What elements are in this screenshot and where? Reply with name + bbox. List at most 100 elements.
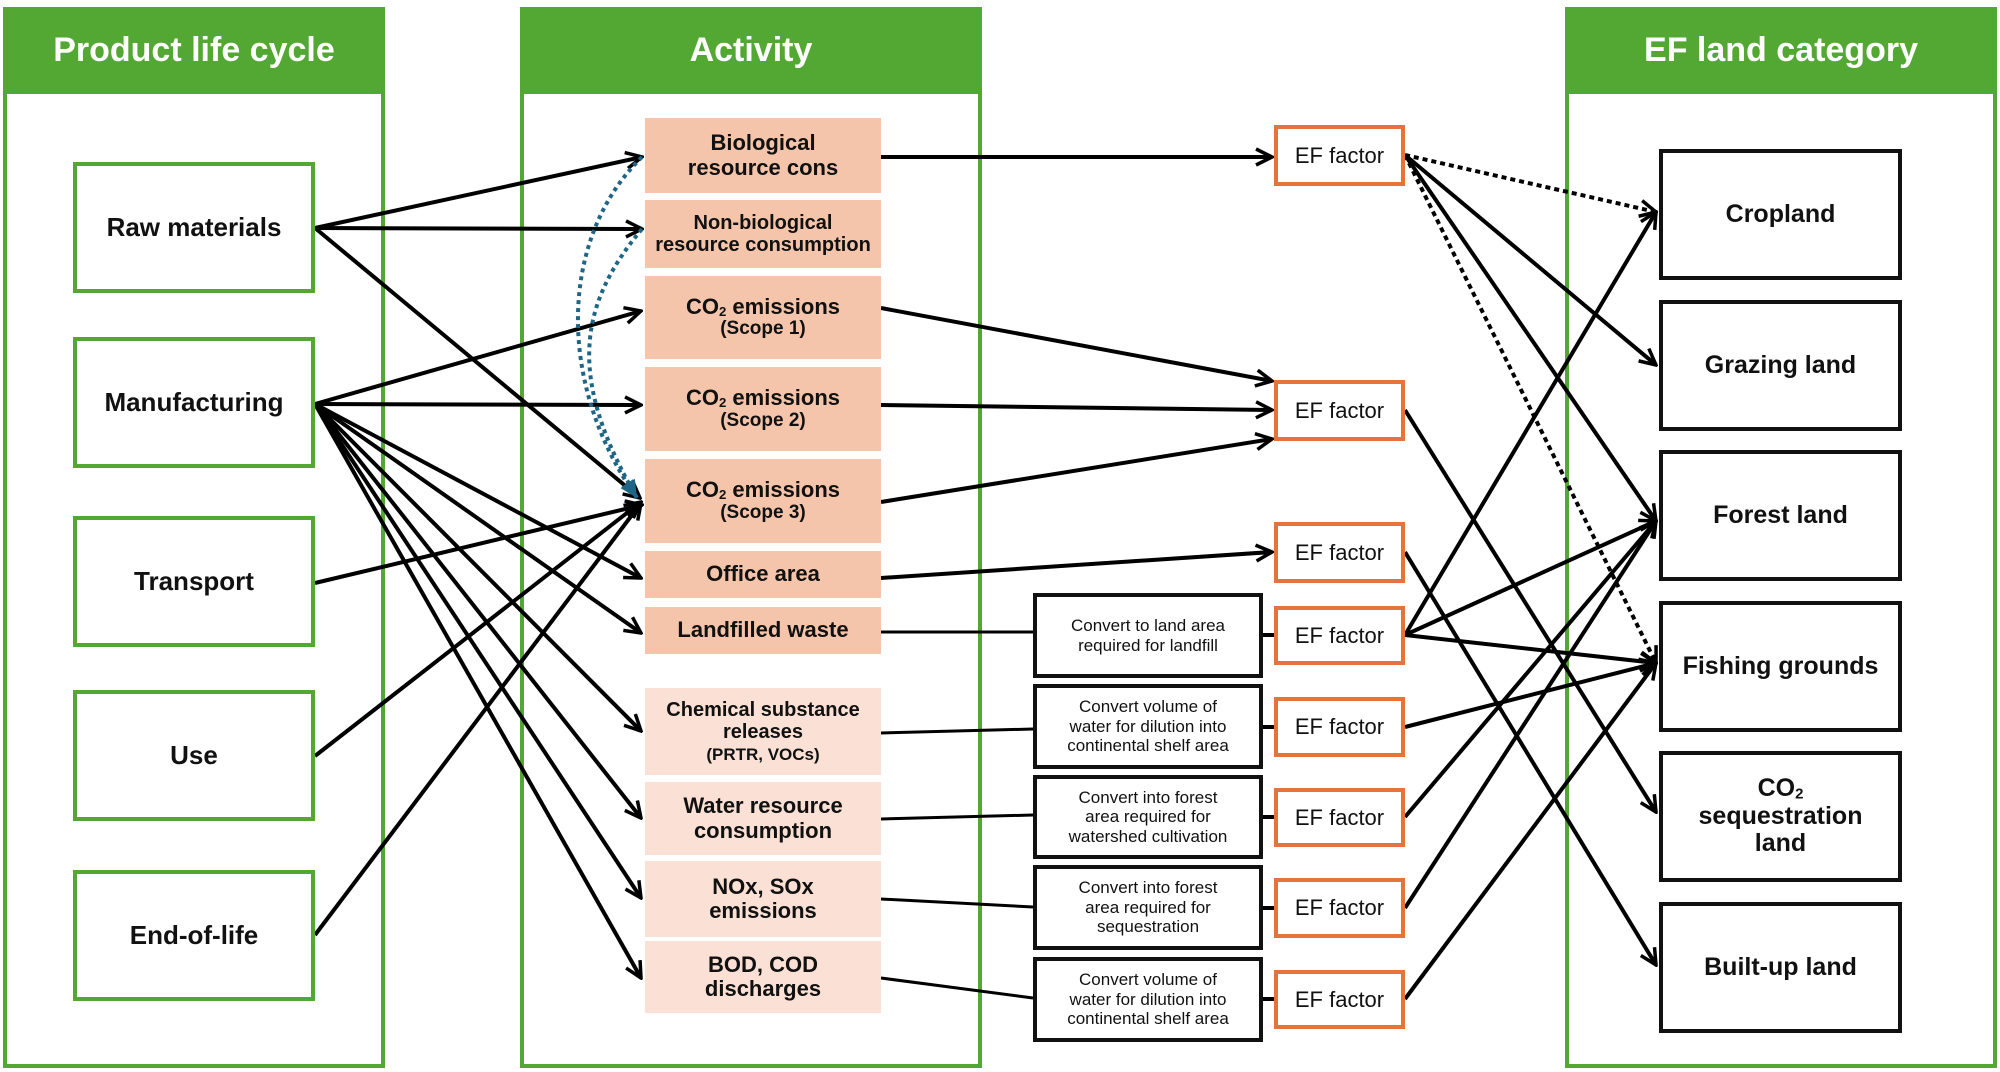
conversion-line: continental shelf area (1067, 736, 1229, 756)
conversion-line: Convert into forest (1078, 787, 1218, 807)
conversion-line: watershed cultivation (1068, 826, 1228, 846)
ef-factor-4: EF factor (1274, 606, 1405, 665)
conversion-line: area required for (1085, 897, 1211, 917)
subscript: 2 (718, 303, 727, 319)
lifecycle-label: Raw materials (106, 212, 282, 242)
activity-line: discharges (704, 976, 822, 1001)
land-label: CO (1757, 774, 1796, 803)
ef-factor-6: EF factor (1274, 788, 1405, 847)
land-cropland: Cropland (1659, 149, 1902, 280)
lifecycle-manufacturing: Manufacturing (73, 337, 315, 468)
subscript: 2 (718, 487, 727, 503)
activity-line: CO (685, 477, 719, 503)
activity-line: Chemical substance (666, 698, 860, 721)
subscript: 2 (1795, 785, 1804, 803)
activity-line: Office area (706, 561, 820, 587)
land-label: Built-up land (1704, 952, 1857, 981)
conversion-line: sequestration (1096, 917, 1200, 937)
conversion-line: Convert volume of (1079, 697, 1217, 717)
conversion-line: Convert into forest (1078, 878, 1218, 898)
land-label: Forest land (1713, 500, 1848, 529)
ef-factor-label: EF factor (1294, 895, 1385, 920)
activity-line: resource cons (687, 154, 839, 180)
ef-factor-label: EF factor (1294, 622, 1385, 648)
activity-line: NOx, SOx (712, 873, 814, 899)
conversion-line: area required for (1085, 807, 1211, 827)
land-forest: Forest land (1659, 450, 1902, 581)
ef-factor-label: EF factor (1294, 804, 1385, 830)
conversion-line: water for dilution into (1069, 716, 1227, 736)
lifecycle-label: Use (170, 740, 218, 770)
activity-co2-scope3: CO2 emissions(Scope 3) (645, 459, 881, 543)
conversion-line: continental shelf area (1067, 1009, 1229, 1029)
activity-line: emissions (709, 898, 817, 923)
activity-line: CO (685, 293, 719, 319)
land-label: Grazing land (1704, 350, 1857, 379)
ef-factor-7: EF factor (1274, 878, 1405, 938)
land-grazing: Grazing land (1659, 300, 1902, 431)
land-built-up: Built-up land (1659, 902, 1902, 1033)
ef-factor-5: EF factor (1274, 697, 1405, 757)
conversion-line: Convert volume of (1079, 970, 1217, 990)
activity-line: (PRTR, VOCs) (706, 744, 820, 764)
land-label: sequestration (1698, 801, 1863, 830)
ef-factor-label: EF factor (1294, 714, 1385, 739)
activity-landfilled-waste: Landfilled waste (645, 607, 881, 654)
land-label: land (1754, 829, 1807, 858)
activity-line: Water resource (683, 793, 843, 819)
activity-line: BOD, COD (707, 951, 818, 977)
activity-scope: (Scope 1) (720, 318, 806, 340)
lifecycle-label: Transport (134, 566, 254, 596)
activity-office-area: Office area (645, 551, 881, 598)
activity-scope: (Scope 2) (720, 409, 806, 431)
land-label: Fishing grounds (1682, 651, 1879, 680)
activity-line: Biological (710, 130, 816, 156)
ef-factor-label: EF factor (1294, 539, 1385, 565)
ef-factor-2: EF factor (1274, 380, 1405, 441)
activity-co2-scope2: CO2 emissions(Scope 2) (645, 367, 881, 451)
activity-line: Landfilled waste (677, 617, 849, 643)
ef-factor-label: EF factor (1294, 142, 1385, 168)
lifecycle-label: End-of-life (129, 920, 259, 950)
conversion-line: Convert to land area (1070, 615, 1226, 635)
activity-scope: (Scope 3) (720, 501, 806, 523)
land-category-header: EF land category (1565, 7, 1997, 94)
land-fishing-grounds: Fishing grounds (1659, 601, 1902, 732)
ef-factor-8: EF factor (1274, 970, 1405, 1029)
activity-line: emissions (726, 293, 841, 319)
activity-line: releases (722, 720, 804, 743)
lifecycle-header: Product life cycle (3, 7, 385, 94)
activity-line: Non-biological (693, 212, 833, 234)
conversion-line: required for landfill (1078, 635, 1218, 655)
ef-factor-label: EF factor (1294, 397, 1385, 423)
lifecycle-raw-materials: Raw materials (73, 162, 315, 293)
activity-header: Activity (520, 7, 982, 94)
activity-line: emissions (726, 385, 841, 411)
activity-co2-scope1: CO2 emissions(Scope 1) (645, 276, 881, 359)
ef-factor-1: EF factor (1274, 125, 1405, 186)
land-label: Cropland (1725, 199, 1836, 228)
subscript: 2 (718, 395, 727, 411)
lifecycle-transport: Transport (73, 516, 315, 647)
ef-factor-3: EF factor (1274, 522, 1405, 583)
activity-line: CO (685, 385, 719, 411)
activity-line: resource consumption (655, 234, 871, 256)
activity-line: emissions (726, 477, 841, 503)
lifecycle-use: Use (73, 690, 315, 821)
lifecycle-end-of-life: End-of-life (73, 870, 315, 1001)
activity-line: consumption (693, 817, 833, 843)
ef-factor-label: EF factor (1294, 986, 1385, 1012)
lifecycle-label: Manufacturing (104, 387, 284, 417)
